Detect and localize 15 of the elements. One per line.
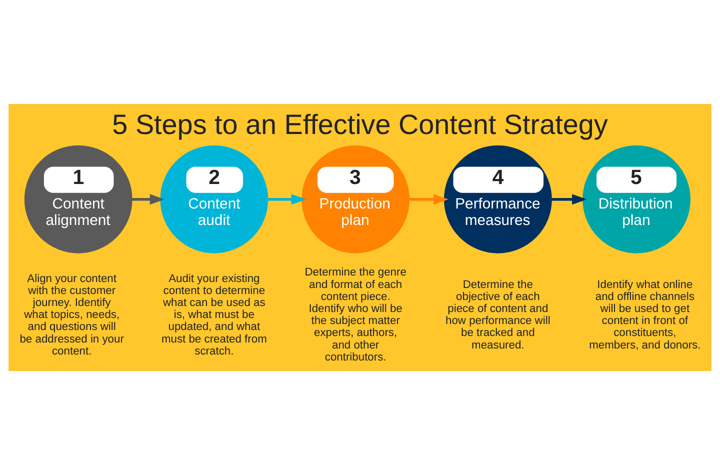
node-circle: 5 Distribution plan (582, 145, 690, 254)
node-label: Determine the objective of each piece of content and how performance will be tracked and measured. (446, 278, 550, 352)
arrow (132, 194, 165, 205)
node-circle: 3 Production plan (302, 145, 410, 254)
arrow (268, 194, 306, 205)
node-label: Identify what online and offline channels will be used to get content in front of constituents, members, and donors. (589, 278, 701, 352)
node-circle: 4 Performance measures (444, 145, 552, 254)
arrow (409, 194, 448, 205)
node-circle: 1 Content alignment (24, 145, 132, 254)
node-label: Audit your existing content to determine what can be used as is, what must be updated, and what must be created from scratch. (161, 272, 267, 358)
node-label: Determine the genre and format of each content piece. Identify who will be the subject matter experts, authors, and other contributors. (304, 266, 406, 364)
node-label: Align your content with the customer journey. Identify what topics, needs, and questions will be addressed in your content. (20, 272, 124, 358)
node-circle: 2 Content audit (160, 145, 268, 254)
diagram-title: 5 Steps to an Effective Content Strategy (112, 108, 608, 140)
arrow (552, 194, 587, 205)
